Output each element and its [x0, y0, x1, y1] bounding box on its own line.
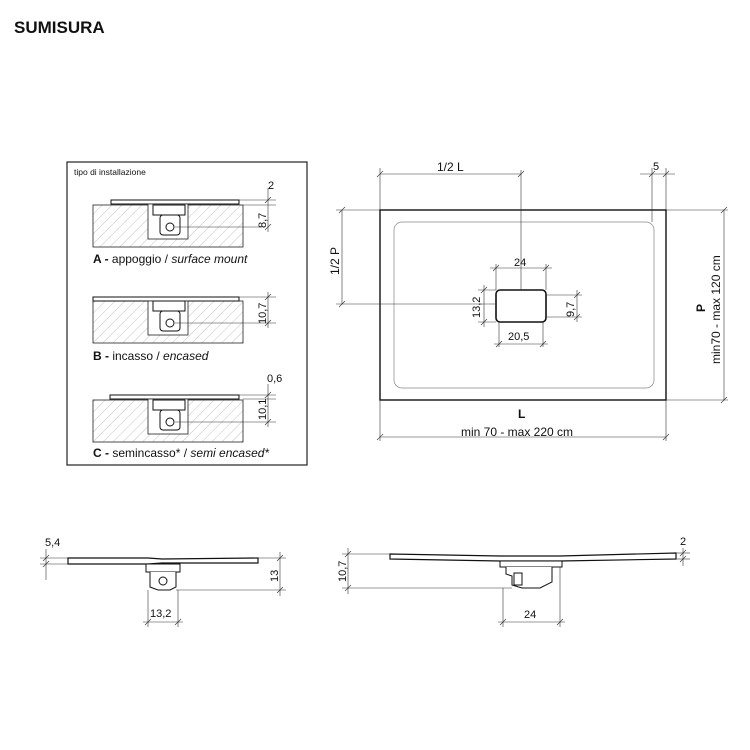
- dim-left-thickness: 5,4: [45, 537, 60, 549]
- install-c-code: C: [93, 446, 102, 460]
- install-b-dash: -: [102, 349, 113, 363]
- tray-profile-left: [67, 557, 259, 565]
- install-b-diagram: 10,7: [92, 292, 276, 344]
- drain-body-a: [152, 204, 186, 216]
- install-a-it: appoggio: [112, 252, 162, 266]
- dim-half-p: 1/2 P: [328, 247, 342, 275]
- dim-right-drain: 24: [524, 609, 536, 621]
- dim-p-range: min70 - max 120 cm: [709, 255, 723, 364]
- install-b-code: B: [93, 349, 102, 363]
- tray-profile-right: [389, 552, 677, 562]
- drain-trap-right: [505, 567, 553, 589]
- installation-types-panel: tipo di installazione 2 8,7 A - appoggio…: [66, 161, 308, 466]
- dim-a-top: 2: [268, 180, 274, 192]
- install-c-sep: /: [180, 446, 190, 460]
- drain-body-right: [499, 560, 563, 568]
- drain-grate: [495, 289, 547, 323]
- drain-body-c: [152, 399, 186, 411]
- dim-c-top: 0,6: [267, 373, 282, 385]
- section-right: 10,7 2 24: [337, 536, 690, 627]
- dim-left-drain: 13,2: [150, 608, 171, 620]
- install-a-sep: /: [161, 252, 171, 266]
- dim-c-side: 10,1: [257, 399, 269, 420]
- install-c-it: semincasso*: [112, 446, 180, 460]
- dim-right-height: 10,7: [337, 561, 349, 582]
- dim-l-range: min 70 - max 220 cm: [461, 425, 573, 439]
- install-a-diagram: 2 8,7: [92, 180, 276, 248]
- tray-inner-edge: [393, 221, 655, 389]
- dim-b-side: 10,7: [257, 303, 269, 324]
- drain-body-b: [152, 300, 186, 312]
- drain-body-left: [145, 563, 181, 573]
- install-b-en: encased: [163, 349, 209, 363]
- install-a-en: surface mount: [171, 252, 248, 266]
- install-a-caption: A - appoggio / surface mount: [93, 252, 248, 266]
- drain-outlet-b: [165, 318, 175, 328]
- dim-drain-bottom: 20,5: [508, 331, 529, 343]
- drain-outlet-a: [165, 222, 175, 232]
- install-b-sep: /: [153, 349, 163, 363]
- install-a-dash: -: [101, 252, 112, 266]
- install-c-dash: -: [102, 446, 113, 460]
- install-c-caption: C - semincasso* / semi encased*: [93, 446, 269, 460]
- dim-a-side: 8,7: [257, 213, 269, 228]
- drain-outlet-c: [165, 417, 175, 427]
- dim-drain-top: 24: [514, 257, 526, 269]
- installation-box-frame: [66, 161, 308, 466]
- drain-outlet-right: [513, 572, 523, 586]
- plan-view: 1/2 L 5 1/2 P 24 20,5 13,: [328, 160, 728, 441]
- install-b-it: incasso: [112, 349, 153, 363]
- drain-outlet-left: [158, 576, 168, 586]
- section-left: 5,4 13 13,2: [40, 537, 286, 627]
- install-c-diagram: 0,6 10,1: [92, 373, 282, 443]
- dim-drain-right: 9,7: [565, 302, 577, 317]
- page-title: SUMISURA: [14, 18, 105, 37]
- tray-plate-b: [92, 296, 240, 302]
- tray-plate-c: [109, 394, 240, 400]
- dim-drain-left: 13,2: [471, 297, 483, 318]
- dim-border: 5: [653, 161, 659, 173]
- dim-right-edge: 2: [680, 536, 686, 548]
- dim-half-l: 1/2 L: [437, 160, 464, 174]
- dim-p-label: P: [694, 304, 708, 312]
- install-c-en: semi encased*: [190, 446, 269, 460]
- dim-l-label: L: [518, 407, 525, 421]
- install-a-code: A: [93, 252, 102, 266]
- installation-heading: tipo di installazione: [74, 167, 146, 177]
- install-b-caption: B - incasso / encased: [93, 349, 209, 363]
- dim-left-height: 13: [269, 570, 281, 582]
- tray-plate-a: [110, 199, 240, 205]
